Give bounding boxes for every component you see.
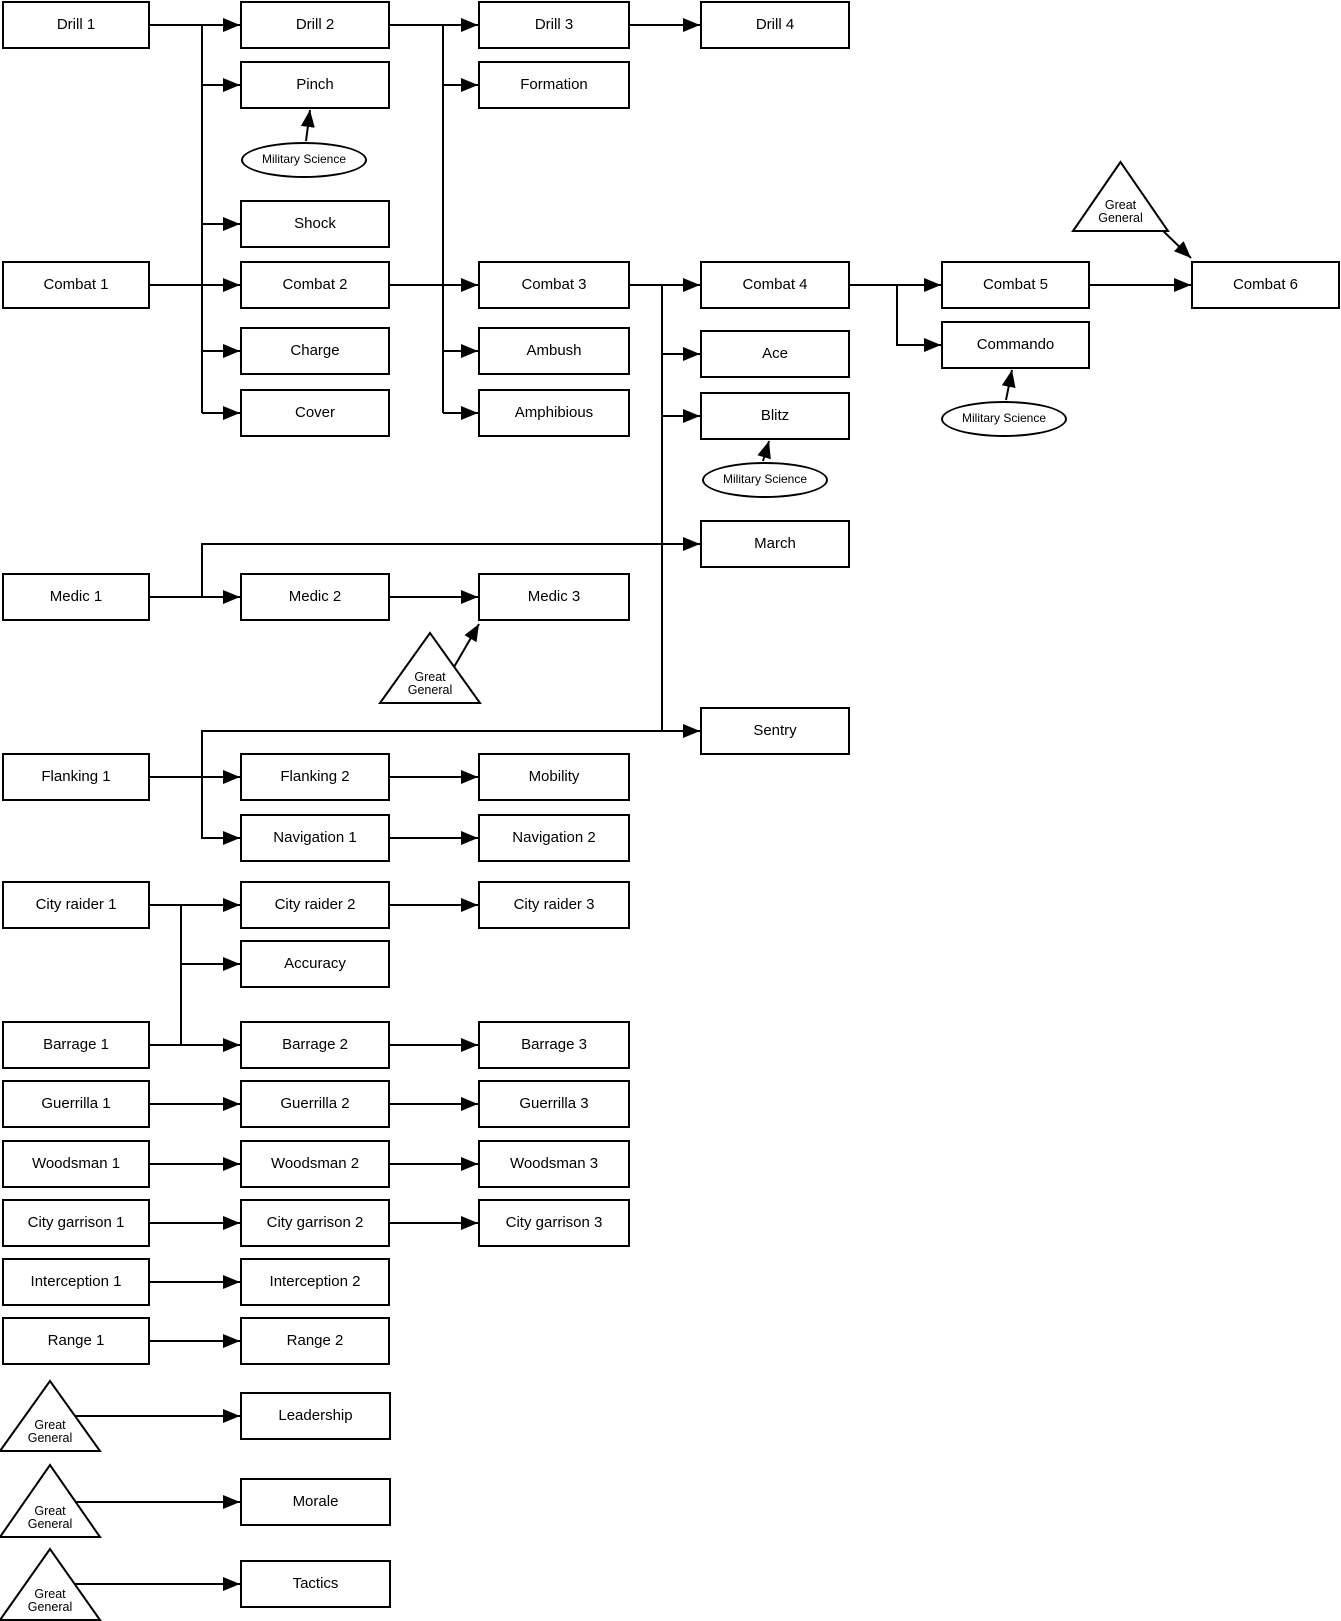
node-medic-1: Medic 1 <box>2 573 150 621</box>
node-combat-1: Combat 1 <box>2 261 150 309</box>
node-ace: Ace <box>700 330 850 378</box>
node-city-garrison-2: City garrison 2 <box>240 1199 390 1247</box>
node-shape-gg-tactics <box>0 1547 102 1621</box>
connector-military-science-to-pinch <box>300 109 315 142</box>
node-shock: Shock <box>240 200 390 248</box>
node-commando: Commando <box>941 321 1090 369</box>
node-tactics: Tactics <box>240 1560 391 1608</box>
node-combat-2: Combat 2 <box>240 261 390 309</box>
node-city-garrison-1: City garrison 1 <box>2 1199 150 1247</box>
node-amphibious: Amphibious <box>478 389 630 437</box>
node-formation: Formation <box>478 61 630 109</box>
node-drill-2: Drill 2 <box>240 1 390 49</box>
node-cover: Cover <box>240 389 390 437</box>
node-medic-3: Medic 3 <box>478 573 630 621</box>
node-gg-combat-6: Great General <box>1098 197 1143 226</box>
node-ms-commando: Military Science <box>941 401 1067 437</box>
node-flanking-2: Flanking 2 <box>240 753 390 801</box>
node-city-garrison-3: City garrison 3 <box>478 1199 630 1247</box>
node-range-1: Range 1 <box>2 1317 150 1365</box>
node-shape-gg-leadership <box>0 1379 102 1452</box>
node-march: March <box>700 520 850 568</box>
connector-medic-1-to-march <box>201 537 700 597</box>
connector-military-science-to-commando <box>1001 369 1016 401</box>
node-pinch: Pinch <box>240 61 390 109</box>
node-city-raider-1: City raider 1 <box>2 881 150 929</box>
node-ms-pinch: Military Science <box>241 142 367 178</box>
node-gg-morale: Great General <box>27 1503 73 1532</box>
node-gg-medic: Great General <box>407 669 453 698</box>
node-woodsman-3: Woodsman 3 <box>478 1140 630 1188</box>
node-barrage-2: Barrage 2 <box>240 1021 390 1069</box>
node-shape-gg-combat-6 <box>1071 160 1170 232</box>
connector-flanking-1-to-sentry <box>201 724 700 777</box>
node-medic-2: Medic 2 <box>240 573 390 621</box>
node-drill-4: Drill 4 <box>700 1 850 49</box>
node-city-raider-3: City raider 3 <box>478 881 630 929</box>
node-flanking-1: Flanking 1 <box>2 753 150 801</box>
node-guerrilla-3: Guerrilla 3 <box>478 1080 630 1128</box>
node-ms-blitz: Military Science <box>702 462 828 498</box>
node-guerrilla-1: Guerrilla 1 <box>2 1080 150 1128</box>
node-morale: Morale <box>240 1478 391 1526</box>
node-accuracy: Accuracy <box>240 940 390 988</box>
node-barrage-3: Barrage 3 <box>478 1021 630 1069</box>
node-combat-3: Combat 3 <box>478 261 630 309</box>
node-combat-5: Combat 5 <box>941 261 1090 309</box>
connector-great-general-to-medic-3 <box>453 623 480 668</box>
connector-city-raider-1-to-accuracy <box>180 905 240 971</box>
node-combat-4: Combat 4 <box>700 261 850 309</box>
node-interception-2: Interception 2 <box>240 1258 390 1306</box>
node-charge: Charge <box>240 327 390 375</box>
node-barrage-1: Barrage 1 <box>2 1021 150 1069</box>
node-guerrilla-2: Guerrilla 2 <box>240 1080 390 1128</box>
connector-combat-4-to-commando <box>896 285 941 352</box>
node-gg-tactics: Great General <box>27 1586 73 1615</box>
node-combat-6: Combat 6 <box>1191 261 1340 309</box>
node-drill-1: Drill 1 <box>2 1 150 49</box>
node-woodsman-1: Woodsman 1 <box>2 1140 150 1188</box>
node-shape-gg-medic <box>378 631 482 704</box>
node-gg-leadership: Great General <box>27 1417 73 1446</box>
node-drill-3: Drill 3 <box>478 1 630 49</box>
node-woodsman-2: Woodsman 2 <box>240 1140 390 1188</box>
node-blitz: Blitz <box>700 392 850 440</box>
node-city-raider-2: City raider 2 <box>240 881 390 929</box>
node-navigation-2: Navigation 2 <box>478 814 630 862</box>
node-range-2: Range 2 <box>240 1317 390 1365</box>
node-interception-1: Interception 1 <box>2 1258 150 1306</box>
node-sentry: Sentry <box>700 707 850 755</box>
node-shape-gg-morale <box>0 1463 102 1538</box>
node-leadership: Leadership <box>240 1392 391 1440</box>
node-navigation-1: Navigation 1 <box>240 814 390 862</box>
node-mobility: Mobility <box>478 753 630 801</box>
connector-military-science-to-blitz <box>757 440 771 462</box>
connector-flanking-1-to-navigation-1 <box>201 777 240 845</box>
node-ambush: Ambush <box>478 327 630 375</box>
